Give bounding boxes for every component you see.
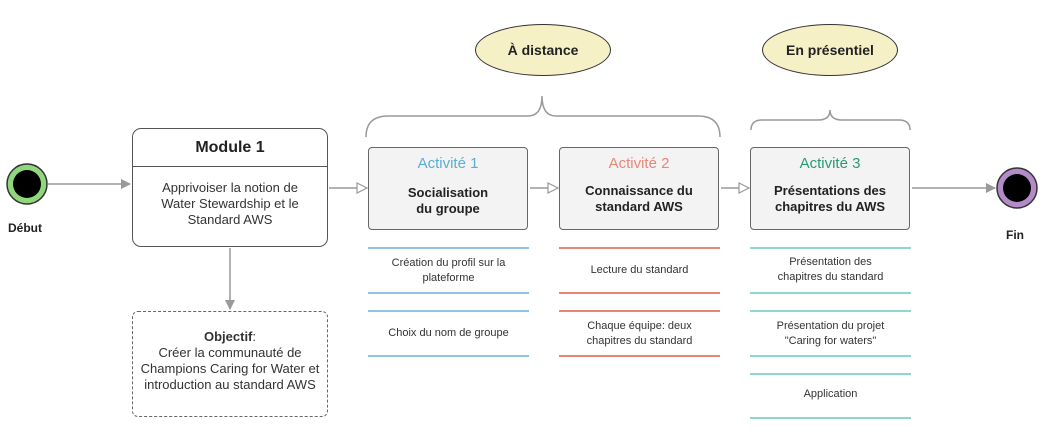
task-line: Présentation du projet [776, 320, 885, 332]
activity-3-box: Activité 3 Présentations des chapitres d… [750, 147, 910, 230]
activity-2-box: Activité 2 Connaissance du standard AWS [559, 147, 719, 230]
task-line: plateforme [422, 272, 475, 284]
activity-2-task-2: Chaque équipe: deux chapitres du standar… [559, 319, 720, 349]
activity-1-subtitle: Socialisation du groupe [369, 185, 527, 217]
task-line: Choix du nom de groupe [388, 327, 509, 339]
module-1-box: Module 1 Apprivoiser la notion de Water … [132, 128, 328, 247]
objective-label: Objectif [203, 329, 253, 344]
task-line: chapitres du standard [777, 271, 884, 283]
task-line: "Caring for waters" [784, 335, 877, 347]
end-label: Fin [1006, 228, 1024, 242]
activity-3-subtitle: Présentations des chapitres du AWS [751, 183, 909, 215]
module-description-line: Standard AWS [187, 212, 273, 227]
objective-line: Champions Caring for Water et [140, 361, 320, 376]
objective-heading: Objectif: [203, 329, 257, 344]
activity-3-task-3: Application [750, 387, 911, 402]
activity-2-subtitle-line: standard AWS [595, 199, 683, 214]
objective-box: Objectif: Créer la communauté de Champio… [132, 311, 328, 417]
activity-1-task-lines [368, 247, 529, 357]
activity-1-box: Activité 1 Socialisation du groupe [368, 147, 528, 230]
activity-1-task-1: Création du profil sur la plateforme [368, 256, 529, 286]
bracket-remote [365, 95, 721, 138]
activity-1-title: Activité 1 [417, 155, 479, 172]
task-line: chapitres du standard [586, 335, 693, 347]
task-line: Création du profil sur la [391, 257, 506, 269]
task-line: Application [803, 388, 858, 400]
activity-2-subtitle-line: Connaissance du [585, 183, 693, 198]
activity-3-task-1: Présentation des chapitres du standard [750, 255, 911, 285]
end-node [996, 167, 1038, 209]
objective-line: Créer la communauté de [158, 345, 302, 360]
start-node [6, 163, 48, 205]
activity-3-title: Activité 3 [799, 155, 861, 172]
phase-onsite-label: En présentiel [786, 42, 874, 58]
phase-remote-label: À distance [507, 42, 579, 58]
activity-1-task-2: Choix du nom de groupe [368, 326, 529, 341]
activity-2-title: Activité 2 [608, 155, 670, 172]
phase-onsite: En présentiel [762, 24, 898, 76]
start-label: Début [8, 221, 42, 235]
phase-remote: À distance [475, 24, 611, 76]
task-line: Lecture du standard [590, 264, 689, 276]
activity-3-subtitle-line: Présentations des [774, 183, 886, 198]
activity-2-subtitle: Connaissance du standard AWS [560, 183, 718, 215]
task-line: Présentation des [789, 256, 872, 268]
task-line: Chaque équipe: deux [587, 320, 692, 332]
activity-3-task-2: Présentation du projet "Caring for water… [750, 319, 911, 349]
module-description-line: Apprivoiser la notion de [162, 180, 298, 195]
module-description-line: Water Stewardship et le [161, 196, 299, 211]
activity-1-subtitle-line: Socialisation [407, 185, 489, 200]
module-description: Apprivoiser la notion de Water Stewardsh… [133, 167, 327, 228]
activity-1-subtitle-line: du groupe [416, 201, 480, 216]
activity-3-subtitle-line: chapitres du AWS [774, 199, 886, 214]
module-title: Module 1 [133, 129, 327, 167]
activity-3-task-lines [750, 247, 911, 419]
objective-line: introduction au standard AWS [144, 377, 316, 392]
activity-2-task-lines [559, 247, 720, 357]
activity-2-task-1: Lecture du standard [559, 263, 720, 278]
bracket-onsite [750, 109, 911, 131]
